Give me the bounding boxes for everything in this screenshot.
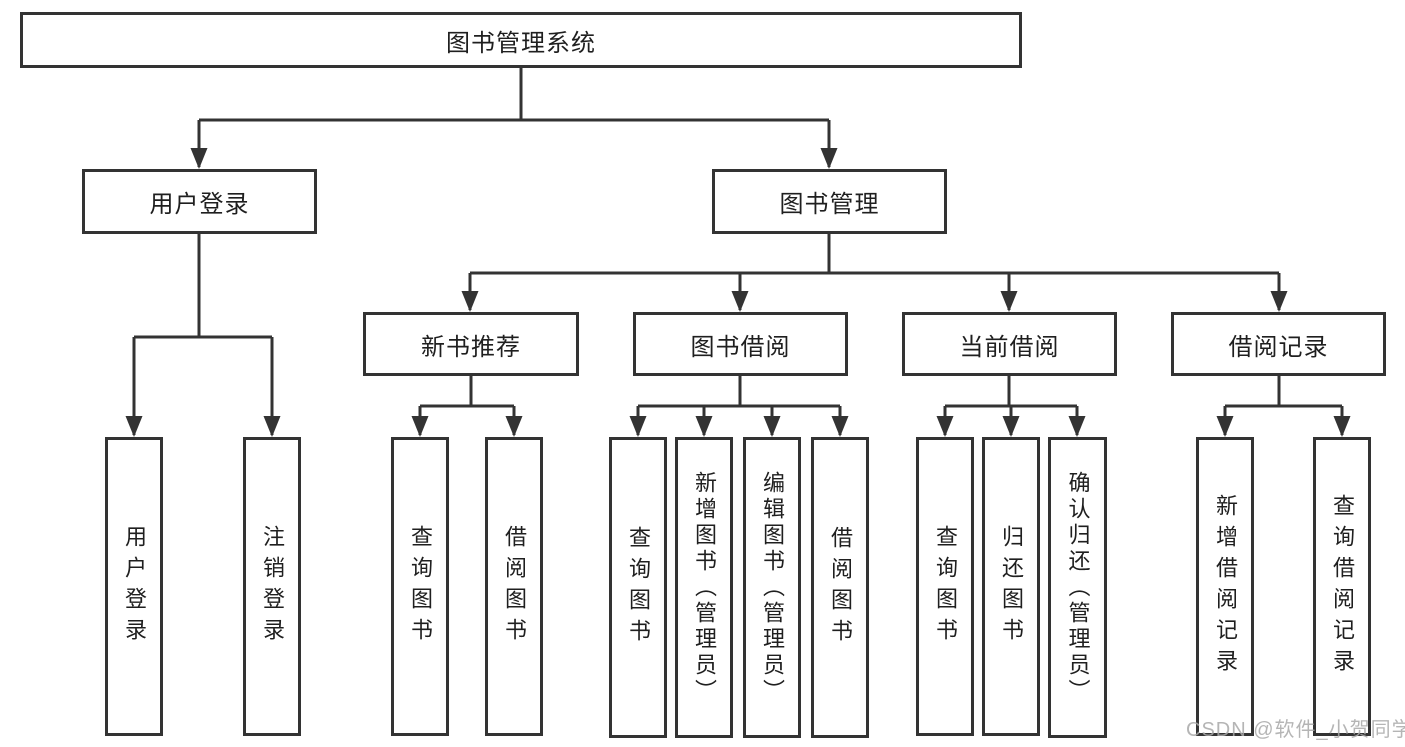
node-current-borrow-label: 当前借阅 [959,333,1060,361]
node-borrow-records: 借阅记录 [1171,312,1386,376]
node-book-borrow-label: 图书借阅 [690,333,791,361]
arrowhead [411,416,429,437]
arrowhead [1216,416,1234,437]
node-book-borrow: 图书借阅 [633,312,848,376]
leaf-borrow-books-2: 借阅图书 [811,437,869,738]
node-book-mgmt-label: 图书管理 [779,191,880,218]
arrowhead [763,416,781,437]
leaf-confirm-return-admin: 确认归还（管理员） [1048,437,1107,738]
connector-user-login [132,234,274,435]
leaf-borrow-books-2-label: 借阅图书 [828,525,853,650]
arrowhead [190,148,208,169]
arrowhead [1000,291,1018,312]
arrowhead [1002,416,1020,437]
leaf-user-login: 用户登录 [105,437,163,736]
node-user-login-label: 用户登录 [149,191,250,218]
leaf-query-books-3-label: 查询图书 [933,524,958,649]
arrowhead [1333,416,1351,437]
leaf-query-borrow-record: 查询借阅记录 [1313,437,1371,736]
node-current-borrow: 当前借阅 [902,312,1117,376]
leaf-edit-book-admin: 编辑图书（管理员） [743,437,801,738]
node-book-mgmt: 图书管理 [712,169,947,234]
leaf-add-book-admin: 新增图书（管理员） [675,437,733,738]
node-user-login: 用户登录 [82,169,317,234]
node-new-book-recommend: 新书推荐 [363,312,579,376]
leaf-query-books-1-label: 查询图书 [408,524,433,649]
leaf-add-borrow-record-label: 新增借阅记录 [1213,493,1238,680]
leaf-edit-book-admin-label: 编辑图书（管理员） [760,470,785,705]
leaf-query-books-2: 查询图书 [609,437,667,738]
arrowhead [936,416,954,437]
arrowhead [731,291,749,312]
connector-book-mgmt [468,234,1281,310]
leaf-query-borrow-record-label: 查询借阅记录 [1330,493,1355,680]
leaf-add-book-admin-label: 新增图书（管理员） [692,470,717,705]
arrowhead [1068,416,1086,437]
connector-borrow-records [1223,376,1344,435]
arrowhead [505,416,523,437]
leaf-borrow-books-1-label: 借阅图书 [502,524,527,649]
leaf-return-book-label: 归还图书 [999,524,1024,649]
leaf-logout: 注销登录 [243,437,301,736]
node-root-label: 图书管理系统 [446,29,596,57]
leaf-logout-label: 注销登录 [260,524,285,649]
arrowhead [125,416,143,437]
arrowhead [820,148,838,169]
leaf-borrow-books-1: 借阅图书 [485,437,543,736]
arrowhead [695,416,713,437]
arrowhead [263,416,281,437]
arrowhead [831,416,849,437]
leaf-user-login-label: 用户登录 [122,524,147,649]
watermark: CSDN @软件_小贺同学 [1186,719,1405,741]
connector-root [197,68,831,167]
arrowhead [629,416,647,437]
node-root: 图书管理系统 [20,12,1022,68]
node-new-book-recommend-label: 新书推荐 [421,333,521,361]
arrowhead [461,291,479,312]
connector-book-borrow [636,376,842,435]
node-borrow-records-label: 借阅记录 [1228,333,1329,361]
leaf-return-book: 归还图书 [982,437,1040,736]
leaf-query-books-3: 查询图书 [916,437,974,736]
arrowhead [1270,291,1288,312]
leaf-query-books-1: 查询图书 [391,437,449,736]
leaf-query-books-2-label: 查询图书 [626,525,651,650]
leaf-confirm-return-admin-label: 确认归还（管理员） [1065,470,1091,705]
connector-new-book-recommend [418,376,516,435]
leaf-add-borrow-record: 新增借阅记录 [1196,437,1254,736]
